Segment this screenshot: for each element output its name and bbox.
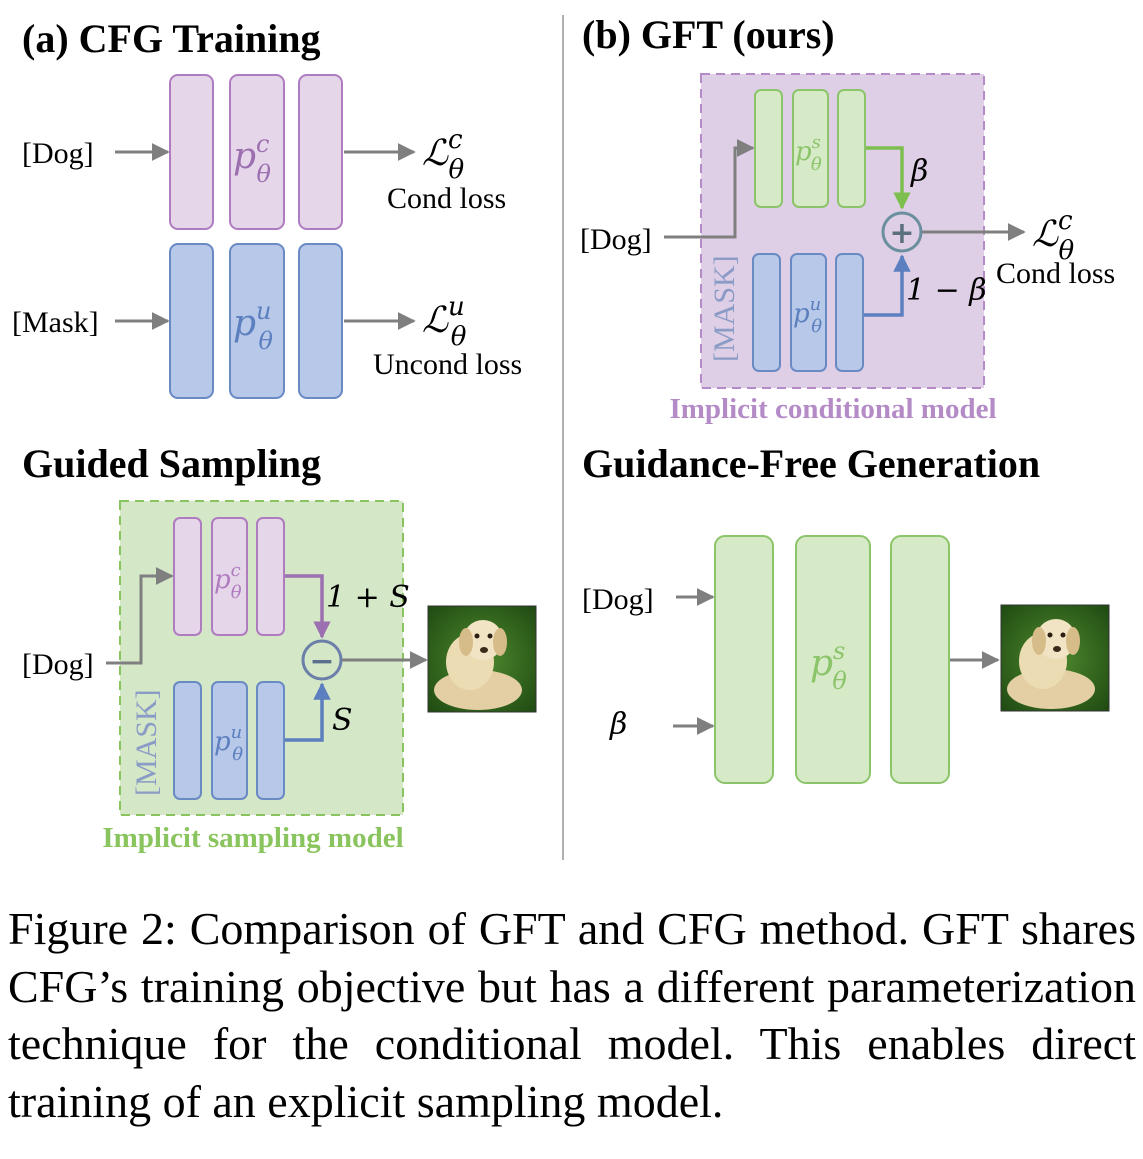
cond-input-label: [Dog] — [22, 137, 94, 170]
gs-input-arrow — [106, 567, 174, 665]
gft-loss-label: Cond loss — [996, 257, 1115, 290]
panel-title-cfg-training: (a) CFG Training — [22, 16, 321, 61]
gft-uncond-to-plus-arrow — [864, 254, 911, 317]
gfg-input-beta-label: β — [609, 707, 627, 742]
gs-cond-blocks — [173, 517, 285, 636]
gft-one-minus-beta-label: 1 − β — [906, 273, 987, 308]
gs-mask-label: [MASK] — [130, 689, 163, 796]
uncond-input-label: [Mask] — [12, 306, 99, 339]
implicit-conditional-label: Implicit conditional model — [669, 393, 996, 425]
gs-uncond-blocks — [173, 681, 285, 800]
cond-loss-label: Cond loss — [387, 182, 506, 215]
gft-sampling-to-plus-arrow — [866, 146, 911, 210]
gs-input-label: [Dog] — [22, 648, 94, 681]
panel-title-gft: (b) GFT (ours) — [582, 12, 835, 57]
gfg-model-blocks — [714, 535, 950, 784]
gs-uncond-to-minus-arrow — [285, 682, 331, 742]
cond-model-blocks — [169, 74, 343, 230]
gft-beta-label: β — [910, 154, 928, 189]
dog-image-guided — [427, 605, 537, 713]
uncond-model-blocks — [169, 243, 343, 399]
implicit-sampling-label: Implicit sampling model — [102, 822, 403, 854]
plus-operator-icon — [881, 211, 923, 253]
minus-operator-icon — [301, 639, 343, 681]
figure-caption: Figure 2: Comparison of GFT and CFG meth… — [8, 903, 1136, 1127]
gs-one-plus-s-label: 1 + S — [326, 580, 410, 615]
panel-title-guided-sampling: Guided Sampling — [22, 441, 321, 486]
gfg-input-dog-label: [Dog] — [582, 583, 654, 616]
minus-sign: − — [309, 644, 334, 679]
gft-input-arrow — [664, 139, 755, 239]
dog-image-guidance-free — [1000, 604, 1110, 712]
panel-title-guidance-free: Guidance-Free Generation — [582, 441, 1040, 486]
gft-sampling-blocks — [754, 89, 866, 208]
uncond-loss-label: Uncond loss — [373, 348, 522, 381]
gft-mask-label: [MASK] — [708, 255, 741, 362]
gft-uncond-blocks — [752, 253, 864, 372]
plus-sign: + — [889, 216, 914, 251]
gs-cond-to-minus-arrow — [285, 574, 331, 639]
gs-s-label: S — [332, 703, 353, 738]
gft-input-label: [Dog] — [580, 223, 652, 256]
